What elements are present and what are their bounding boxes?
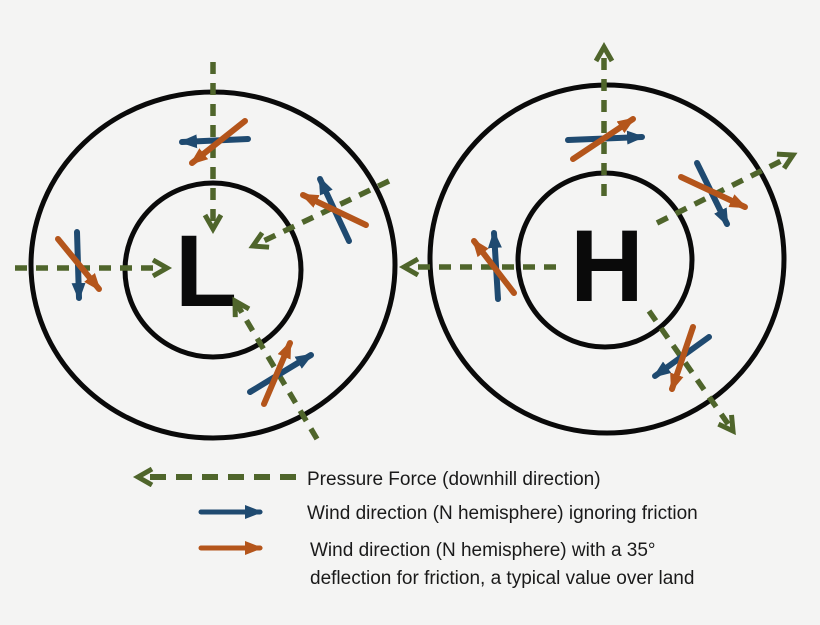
pressure-force-arrow-high-lower-right — [646, 309, 733, 431]
wind-friction-arrow-low-left — [55, 236, 102, 292]
low-pressure-system: L — [15, 62, 398, 441]
legend-wind-friction-label-line2: deflection for friction, a typical value… — [310, 568, 694, 589]
pressure-force-arrow-low-lower-right — [235, 301, 320, 441]
pressure-force-arrow-low-upper-right — [253, 178, 391, 246]
wind-friction-arrow-high-left — [471, 238, 517, 296]
wind-friction-arrow-high-right — [678, 174, 748, 210]
high-pressure-system: H — [404, 47, 793, 436]
wind-friction-arrow-low-bottom — [261, 340, 293, 407]
high-outer-isobar-circle — [427, 82, 787, 436]
wind-friction-arrow-low-right — [300, 192, 369, 228]
legend-wind-no-friction-label: Wind direction (N hemisphere) ignoring f… — [307, 503, 698, 524]
wind-friction-arrow-high-top — [570, 116, 636, 162]
wind-no-friction-arrow-low-bottom — [247, 352, 314, 395]
legend: Pressure Force (downhill direction) Wind… — [138, 469, 698, 589]
high-center-label: H — [570, 209, 644, 323]
wind-friction-arrow-high-bottom — [669, 324, 696, 392]
low-center-label: L — [175, 214, 237, 328]
legend-pressure-force-label: Pressure Force (downhill direction) — [307, 469, 601, 490]
wind-friction-arrow-low-top — [189, 118, 248, 166]
legend-wind-friction-label-line1: Wind direction (N hemisphere) with a 35° — [310, 540, 656, 561]
wind-no-friction-arrow-low-top — [179, 134, 251, 149]
pressure-force-arrow-high-upper-right — [655, 155, 793, 226]
